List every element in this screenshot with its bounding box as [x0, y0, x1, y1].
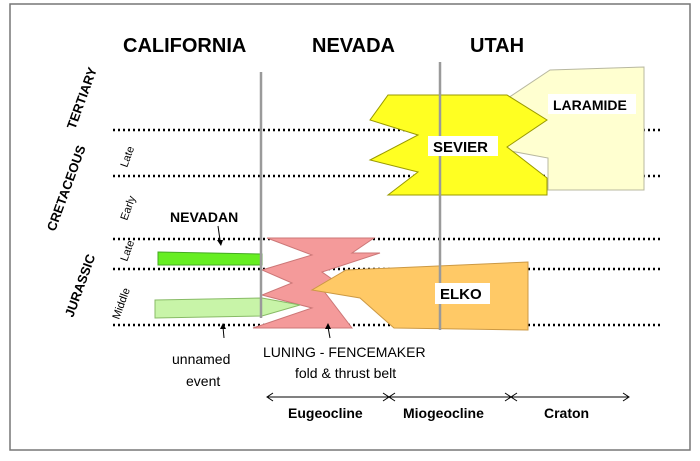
event-elko: ELKO [440, 286, 482, 303]
zone-eugeocline: Eugeocline [288, 405, 363, 421]
luning-pointer-arrowhead [325, 323, 331, 329]
laramide-label-box [548, 94, 636, 114]
event-sevier: SEVIER [433, 139, 488, 156]
nevadan-pointer-arrowhead [217, 240, 223, 246]
nevadan-pointer-line [217, 225, 221, 241]
miogeocline-arrow-left [388, 392, 396, 402]
event-nevadan: NEVADAN [170, 209, 238, 225]
event-luning-line2: fold & thrust belt [295, 365, 396, 381]
state-utah: UTAH [470, 35, 524, 57]
unnamed-event-shape [154, 297, 301, 319]
state-nevada: NEVADA [312, 35, 395, 57]
sevier-label-box [428, 136, 498, 156]
event-luning-line1: LUNING - FENCEMAKER [263, 344, 426, 360]
zone-craton: Craton [544, 405, 589, 421]
craton-arrow-left [510, 392, 518, 402]
state-california: CALIFORNIA [123, 35, 246, 57]
luning-fencemaker-shape [252, 237, 381, 329]
craton-arrow-right [622, 392, 630, 402]
unnamed-pointer-arrowhead [220, 323, 226, 329]
elko-shape [310, 261, 529, 331]
zone-miogeocline: Miogeocline [403, 405, 484, 421]
event-unnamed-line1: unnamed [172, 351, 230, 367]
event-unnamed-line2: event [186, 373, 220, 389]
eugeocline-arrow-left [266, 392, 274, 402]
nevadan-shape [157, 251, 263, 266]
event-laramide: LARAMIDE [553, 97, 627, 113]
elko-label-box [435, 283, 490, 304]
